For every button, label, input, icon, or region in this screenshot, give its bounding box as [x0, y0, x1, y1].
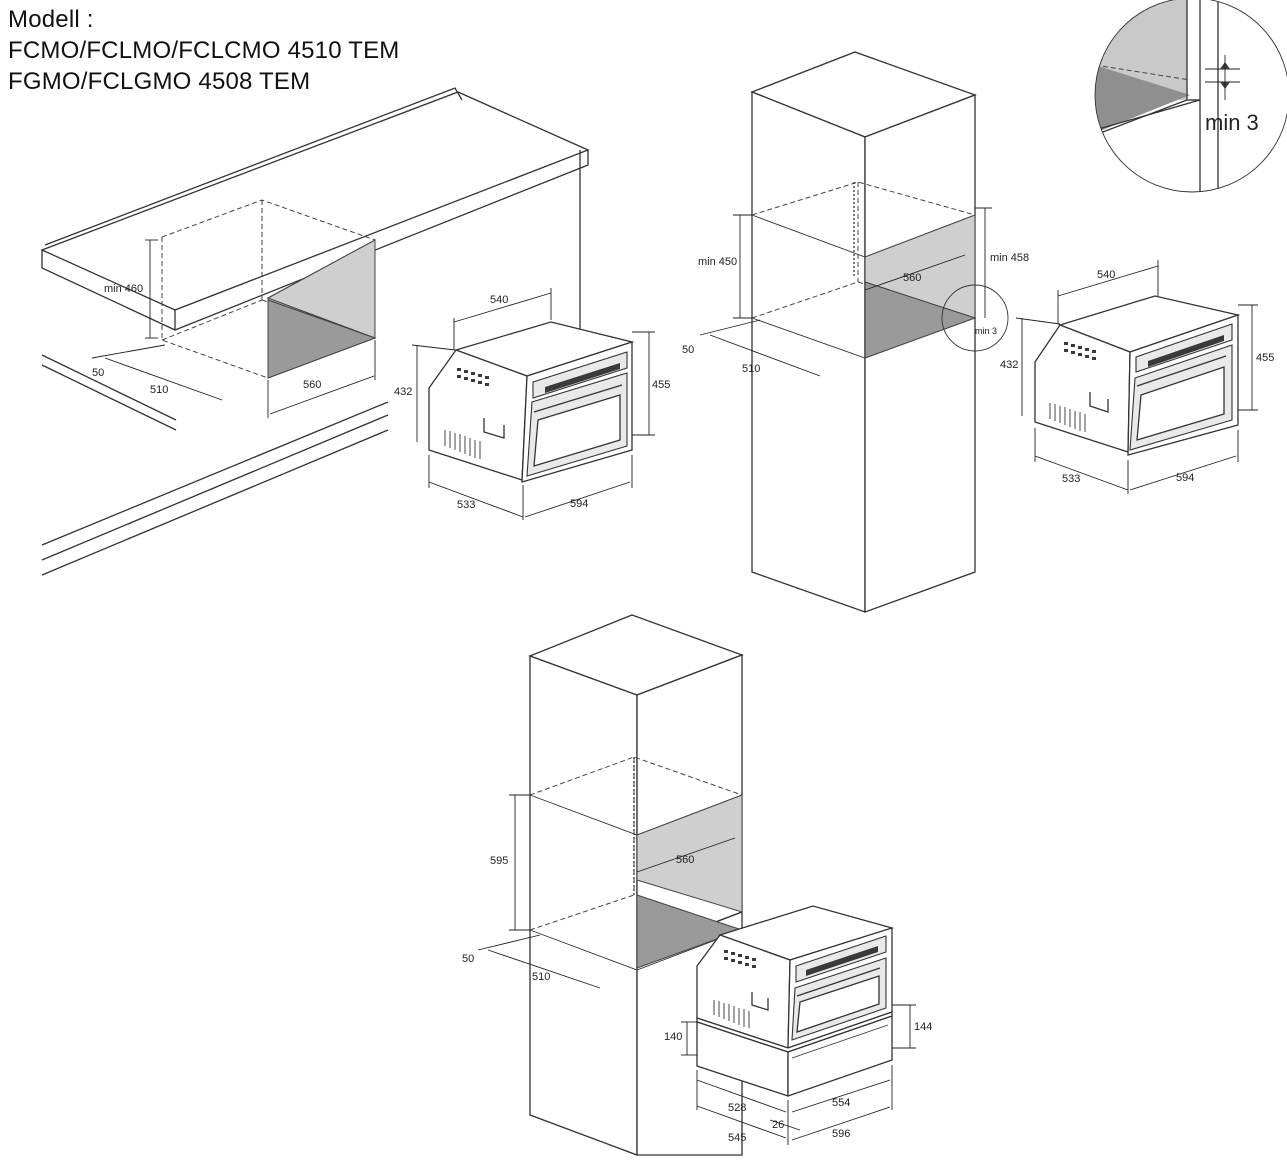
dim-min-height-right: min 458 [990, 252, 1029, 264]
drawer-offset: 26 [772, 1119, 784, 1131]
dim-cavity-width-2: 560 [676, 854, 694, 866]
oven1-depth: 533 [457, 499, 475, 511]
model-list-1: FCMO/FCLMO/FCLCMO 4510 TEM [8, 37, 400, 64]
model-label: Modell : [8, 6, 94, 33]
tall-unit-view-2: 595 560 50 510 [462, 614, 744, 1156]
dim-front-gap-2: 50 [682, 344, 694, 356]
oven1-height-front: 455 [652, 379, 670, 391]
oven2-width-top: 540 [1097, 269, 1115, 281]
dim-front-gap: 50 [92, 367, 104, 379]
oven2-depth: 533 [1062, 473, 1080, 485]
dim-min-height: min 460 [104, 283, 143, 295]
dim-depth: 510 [150, 384, 168, 396]
oven-2: 540 432 455 533 594 [1000, 260, 1274, 494]
detail-view: min 3 [1094, 0, 1287, 193]
dim-min-gap-small: min 3 [975, 326, 997, 336]
drawer-depth-inner: 528 [728, 1102, 746, 1114]
drawer-width-inner: 554 [832, 1097, 850, 1109]
dim-front-gap-3: 50 [462, 953, 474, 965]
dim-min-height-left: min 450 [698, 256, 737, 268]
oven-3-with-drawer: 140 144 528 545 26 554 596 [664, 905, 932, 1145]
under-counter-view: min 460 50 510 560 [40, 87, 590, 576]
dim-width: 560 [303, 379, 321, 391]
model-header: Modell : FCMO/FCLMO/FCLCMO 4510 TEM FGMO… [8, 4, 399, 97]
dim-depth-2: 510 [742, 363, 760, 375]
oven2-width: 594 [1176, 472, 1194, 484]
oven1-width: 594 [570, 498, 588, 510]
model-list-2: FGMO/FCLGMO 4508 TEM [8, 68, 311, 95]
tall-unit-view-1: min 450 min 458 560 50 510 min 3 [682, 51, 1029, 613]
oven1-width-top: 540 [490, 294, 508, 306]
drawer-height-left: 140 [664, 1031, 682, 1043]
vent-grille [457, 368, 489, 386]
detail-min-gap: min 3 [1205, 110, 1259, 135]
drawer-depth-outer: 545 [728, 1132, 746, 1144]
oven2-height-side: 432 [1000, 359, 1018, 371]
detail-callout-circle [941, 284, 1009, 352]
oven-1: 540 432 455 533 594 [394, 288, 670, 520]
drawer-height-right: 144 [914, 1021, 932, 1033]
oven2-height-front: 455 [1256, 352, 1274, 364]
drawer-width-outer: 596 [832, 1128, 850, 1140]
dim-height-595: 595 [490, 855, 508, 867]
oven1-height-side: 432 [394, 386, 412, 398]
dim-depth-3: 510 [532, 971, 550, 983]
